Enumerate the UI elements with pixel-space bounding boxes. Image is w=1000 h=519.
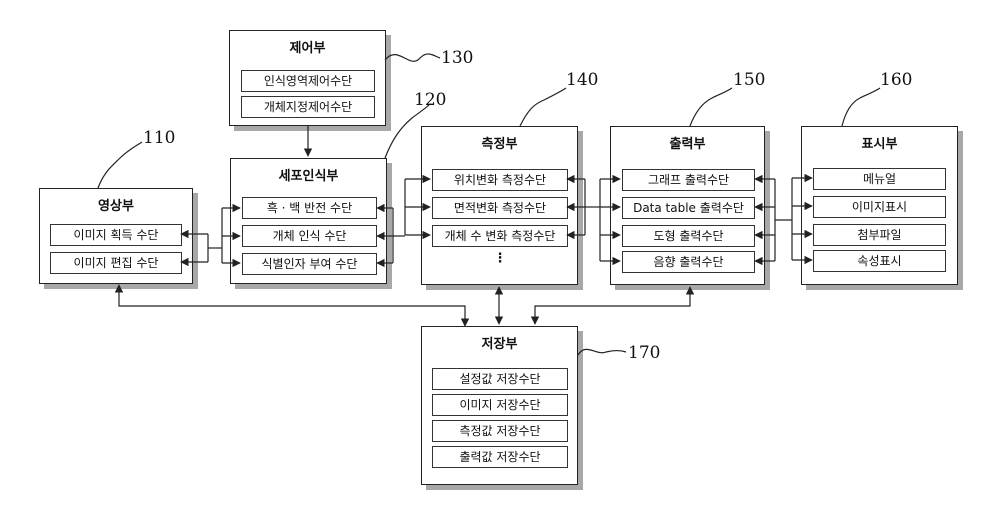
cell-item: 개체 인식 수단 [242, 225, 377, 247]
link-image-storage [114, 284, 470, 327]
control-block: 제어부 인식영역제어수단 개체지정제어수단 [229, 30, 386, 126]
measure-item: 개체 수 변화 측정수단 [432, 225, 568, 247]
measure-item: 위치변화 측정수단 [432, 169, 568, 191]
storage-item: 이미지 저장수단 [432, 394, 568, 416]
ref-number-110: 110 [143, 128, 176, 148]
cell-block-title: 세포인식부 [278, 169, 339, 184]
display-item: 메뉴얼 [813, 168, 946, 190]
leader-130 [384, 53, 441, 62]
display-item: 이미지표시 [813, 196, 946, 218]
cell-item: 흑 · 백 반전 수단 [242, 197, 377, 219]
ref-number-120: 120 [414, 90, 447, 110]
link-output-storage [530, 286, 695, 325]
image-block: 영상부 이미지 획득 수단 이미지 편집 수단 [39, 188, 193, 284]
image-block-title: 영상부 [98, 199, 134, 214]
ref-number-150: 150 [733, 70, 766, 90]
ref-number-130: 130 [441, 48, 474, 68]
storage-item: 출력값 저장수단 [432, 446, 568, 468]
ref-number-160: 160 [880, 70, 913, 90]
leader-120 [384, 103, 431, 159]
leader-110 [97, 141, 143, 189]
output-block: 출력부 그래프 출력수단 Data table 출력수단 도형 출력수단 음향 … [610, 126, 765, 285]
measure-item: 면적변화 측정수단 [432, 197, 568, 219]
measure-block: 측정부 위치변화 측정수단 면적변화 측정수단 개체 수 변화 측정수단 ⋮ [421, 126, 578, 285]
storage-item: 설정값 저장수단 [432, 368, 568, 390]
measure-block-title: 측정부 [481, 137, 518, 152]
control-item: 개체지정제어수단 [241, 96, 375, 118]
control-block-title: 제어부 [289, 41, 326, 56]
control-item: 인식영역제어수단 [241, 70, 375, 92]
output-item: Data table 출력수단 [622, 197, 755, 219]
image-item: 이미지 획득 수단 [50, 224, 182, 246]
output-item: 그래프 출력수단 [622, 169, 755, 191]
leader-150 [689, 87, 733, 127]
display-block-title: 표시부 [861, 137, 898, 152]
measure-more-ellipsis: ⋮ [493, 251, 507, 266]
leader-170 [577, 348, 627, 356]
ref-number-170: 170 [628, 343, 661, 363]
storage-block-title: 저장부 [481, 337, 518, 352]
leader-160 [841, 87, 881, 127]
cell-recognition-block: 세포인식부 흑 · 백 반전 수단 개체 인식 수단 식별인자 부여 수단 [230, 158, 387, 284]
leader-140 [519, 87, 567, 127]
display-item: 첨부파일 [813, 224, 946, 246]
storage-block: 저장부 설정값 저장수단 이미지 저장수단 측정값 저장수단 출력값 저장수단 [421, 326, 578, 485]
ref-number-140: 140 [566, 70, 599, 90]
output-block-title: 출력부 [669, 137, 706, 152]
output-item: 도형 출력수단 [622, 225, 755, 247]
display-item: 속성표시 [813, 250, 946, 272]
image-item: 이미지 편집 수단 [50, 252, 182, 274]
storage-item: 측정값 저장수단 [432, 420, 568, 442]
